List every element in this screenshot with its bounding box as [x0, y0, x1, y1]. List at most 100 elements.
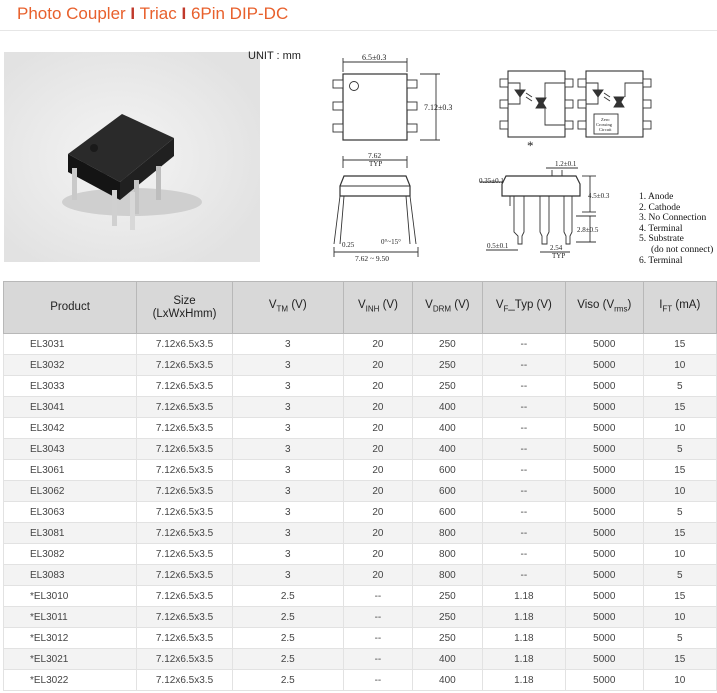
vdrm-cell: 400	[412, 438, 483, 460]
vtm-cell: 3	[231, 564, 344, 586]
size-cell: 7.12x6.5x3.5	[136, 627, 233, 649]
vtm-cell: 2.5	[231, 669, 344, 691]
vdrm-cell: 800	[412, 522, 483, 544]
viso-cell: 5000	[565, 627, 644, 649]
ift-cell: 10	[642, 543, 717, 565]
product-photo	[4, 52, 260, 262]
size-cell: 7.12x6.5x3.5	[136, 354, 233, 376]
size-cell: 7.12x6.5x3.5	[136, 501, 233, 523]
product-cell: EL3081	[2, 522, 138, 544]
col-vdrm: VDRM (V)	[412, 281, 483, 334]
vinh-cell: 20	[342, 522, 414, 544]
vdrm-cell: 250	[412, 606, 483, 628]
size-cell: 7.12x6.5x3.5	[136, 606, 233, 628]
pin-item: 1. Anode	[639, 192, 674, 202]
dim-typ: TYP	[552, 252, 565, 260]
col-product: Product	[2, 281, 138, 334]
vinh-cell: --	[342, 648, 414, 670]
dim-0-5: 0.5±0.1	[487, 242, 509, 250]
vdrm-cell: 400	[412, 417, 483, 439]
pin-item: 4. Terminal	[639, 223, 683, 234]
vtm-cell: 2.5	[231, 585, 344, 607]
viso-cell: 5000	[565, 585, 644, 607]
viso-cell: 5000	[565, 459, 644, 481]
vdrm-cell: 800	[412, 564, 483, 586]
vdrm-cell: 400	[412, 396, 483, 418]
product-cell: EL3033	[2, 375, 138, 397]
vtm-cell: 2.5	[231, 627, 344, 649]
ift-cell: 5	[642, 564, 717, 586]
vdrm-cell: 600	[412, 480, 483, 502]
ift-cell: 5	[642, 438, 717, 460]
vtm-cell: 3	[231, 396, 344, 418]
viso-cell: 5000	[565, 564, 644, 586]
viso-cell: 5000	[565, 417, 644, 439]
vf-cell: --	[481, 354, 567, 376]
col-viso: Viso (Vrms)	[565, 281, 644, 334]
dim-lead-length: 2.8±0.5	[577, 226, 599, 234]
vf-cell: --	[481, 564, 567, 586]
size-cell: 7.12x6.5x3.5	[136, 669, 233, 691]
vf-cell: 1.18	[481, 669, 567, 691]
product-cell: EL3042	[2, 417, 138, 439]
dim-typ: TYP	[369, 160, 382, 168]
package-drawing: 6.5±0.3 7.12±0.3 7.62 TYP 0.25 0°~15° 7.…	[332, 53, 652, 263]
vinh-cell: 20	[342, 438, 414, 460]
pin-item: 5. Substrate	[639, 234, 684, 245]
viso-cell: 5000	[565, 669, 644, 691]
vf-cell: 1.18	[481, 585, 567, 607]
vinh-cell: --	[342, 606, 414, 628]
viso-cell: 5000	[565, 543, 644, 565]
col-vf-typ: VF_Typ (V)	[481, 281, 567, 334]
col-vtm: VTM (V)	[231, 281, 344, 334]
product-cell: EL3062	[2, 480, 138, 502]
vinh-cell: 20	[342, 480, 414, 502]
viso-cell: 5000	[565, 375, 644, 397]
col-vinh: VINH (V)	[342, 281, 414, 334]
ift-cell: 5	[642, 627, 717, 649]
title-separator: I	[181, 4, 187, 23]
vinh-cell: 20	[342, 354, 414, 376]
size-cell: 7.12x6.5x3.5	[136, 564, 233, 586]
size-cell: 7.12x6.5x3.5	[136, 648, 233, 670]
pin-item: 6. Terminal	[639, 255, 683, 266]
product-cell: *EL3022	[2, 669, 138, 691]
table-header-row: Product Size(LxWxHmm) VTM (V) VINH (V) V…	[2, 281, 717, 334]
title-package: 6Pin DIP-DC	[190, 4, 289, 23]
dim-2-54: 2.54	[550, 244, 563, 252]
dim-height: 4.5±0.3	[588, 192, 610, 200]
vinh-cell: --	[342, 585, 414, 607]
unit-label: UNIT : mm	[248, 50, 301, 62]
ift-cell: 15	[642, 459, 717, 481]
viso-cell: 5000	[565, 501, 644, 523]
ift-cell: 10	[642, 669, 717, 691]
title-type: Triac	[139, 4, 177, 23]
vdrm-cell: 400	[412, 648, 483, 670]
vinh-cell: --	[342, 669, 414, 691]
size-cell: 7.12x6.5x3.5	[136, 375, 233, 397]
spec-table: Product Size(LxWxHmm) VTM (V) VINH (V) V…	[2, 281, 717, 691]
dim-lead-thickness: 0.25	[342, 241, 355, 249]
vtm-cell: 3	[231, 438, 344, 460]
size-cell: 7.12x6.5x3.5	[136, 459, 233, 481]
pin-legend: 1. Anode 2. Cathode 3. No Connection 4. …	[639, 192, 713, 266]
vdrm-cell: 400	[412, 669, 483, 691]
viso-cell: 5000	[565, 480, 644, 502]
product-cell: EL3063	[2, 501, 138, 523]
size-cell: 7.12x6.5x3.5	[136, 480, 233, 502]
viso-cell: 5000	[565, 522, 644, 544]
viso-cell: 5000	[565, 606, 644, 628]
product-cell: *EL3011	[2, 606, 138, 628]
ift-cell: 15	[642, 396, 717, 418]
vtm-cell: 3	[231, 480, 344, 502]
vf-cell: --	[481, 543, 567, 565]
